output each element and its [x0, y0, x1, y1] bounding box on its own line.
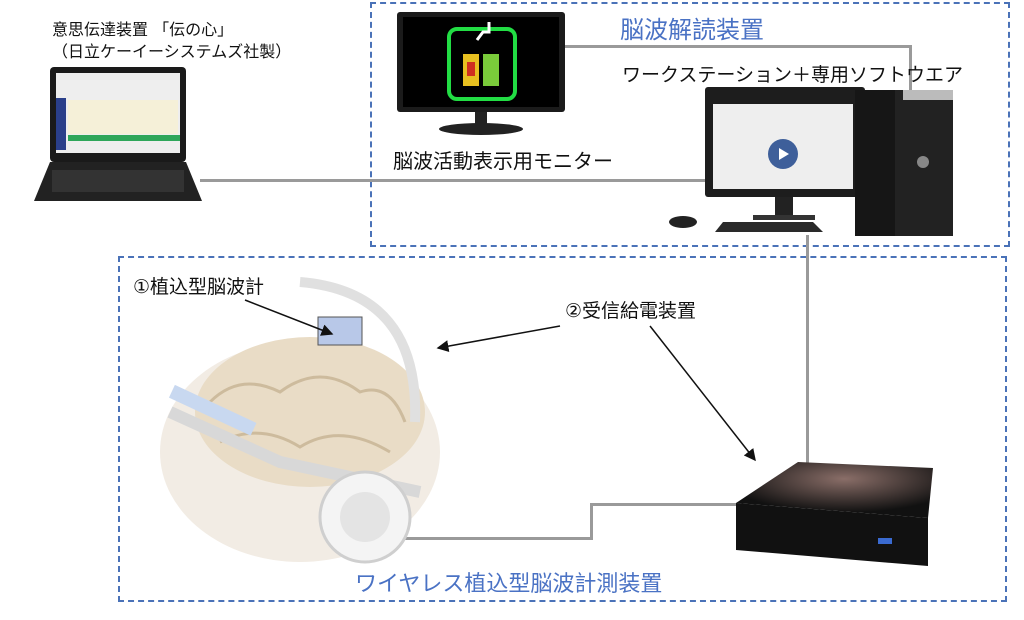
communication-device-maker: （日立ケーイーシステムズ社製）	[52, 42, 292, 61]
workstation-label: ワークステーション＋専用ソフトウエア	[622, 64, 964, 86]
decoder-title: 脳波解読装置	[620, 16, 764, 44]
implant-arrow	[244, 299, 334, 336]
laptop-workstation-connector	[200, 179, 715, 182]
brain-headset-illustration	[160, 277, 440, 564]
laptop-illustration	[34, 67, 202, 201]
monitor-label: 脳波活動表示用モニター	[393, 149, 613, 173]
receiver-headset-connector-v	[590, 503, 593, 540]
wireless-system-group-box	[118, 256, 1007, 602]
receiver-to-box-arrow	[649, 325, 756, 462]
receiver-headset-connector-h2	[370, 537, 593, 540]
monitor-tower-connector-v	[909, 45, 912, 93]
wireless-system-label: ワイヤレス植込型脳波計測装置	[355, 572, 663, 597]
implant-label: ①植込型脳波計	[133, 276, 265, 298]
receiver-power-device-illustration	[736, 462, 933, 566]
workstation-illustration	[669, 87, 953, 236]
monitor-tower-connector-h	[565, 45, 912, 48]
receiver-label: ②受信給電装置	[565, 300, 697, 322]
receiver-headset-connector-h1	[590, 503, 740, 506]
communication-device-label: 意思伝達装置 「伝の心」	[52, 20, 234, 39]
eeg-display-monitor-illustration	[397, 12, 565, 135]
decoder-group-box	[370, 2, 1010, 247]
receiver-to-headset-arrow	[436, 325, 561, 353]
tower-receiver-connector	[806, 235, 809, 463]
